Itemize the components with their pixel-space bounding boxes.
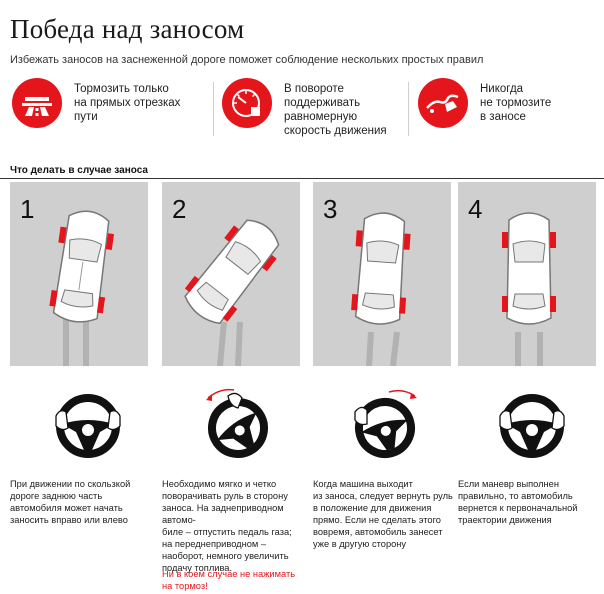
section-title: Что делать в случае заноса <box>10 165 148 176</box>
steering-wheel-icon <box>198 386 278 467</box>
step-number: 2 <box>172 194 187 224</box>
step-panel-3: 3 <box>313 182 451 366</box>
step-number: 1 <box>20 194 35 224</box>
curve-brake-icon <box>418 78 468 128</box>
page-subtitle: Избежать заносов на заснеженной дороге п… <box>10 54 484 66</box>
car-icon <box>49 210 115 323</box>
divider <box>0 178 604 179</box>
steering-wheel-icon <box>345 386 425 467</box>
step-number: 4 <box>468 194 483 224</box>
car-icon <box>184 219 280 325</box>
divider <box>408 82 409 136</box>
steering-wheel-icon <box>492 386 572 467</box>
road-icon <box>12 78 62 128</box>
divider <box>213 82 214 136</box>
step-panel-2: 2 <box>162 182 300 366</box>
page-title: Победа над заносом <box>10 14 245 44</box>
step-panel-1: 1 <box>10 182 148 366</box>
car-icon <box>351 212 411 325</box>
speedometer-icon <box>222 78 272 128</box>
steering-wheel-icon <box>48 386 128 467</box>
step-number: 3 <box>323 194 338 224</box>
car-icon <box>502 212 556 325</box>
step-panel-4: 4 <box>458 182 596 366</box>
